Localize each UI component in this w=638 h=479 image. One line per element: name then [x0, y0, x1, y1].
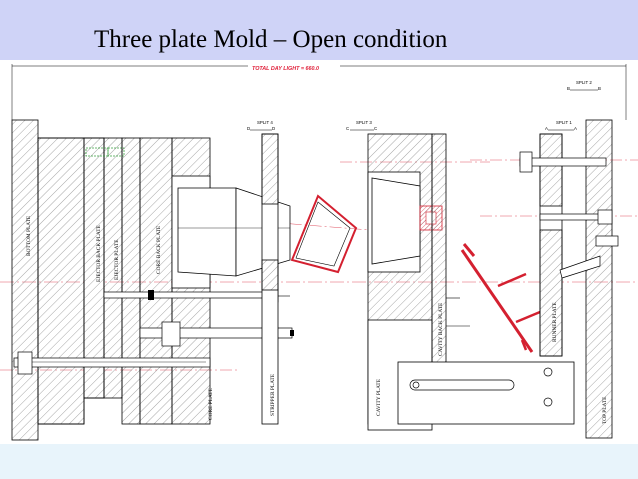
cavity-plate-label: CAVITY PLATE	[376, 378, 382, 416]
svg-text:B: B	[567, 86, 570, 91]
slide-title: Three plate Mold – Open condition	[94, 26, 448, 53]
title-band	[0, 0, 638, 60]
ejector-back-plate-label: EJECTOR BACK PLATE	[96, 224, 102, 282]
split-4-label: SPLIT 4	[257, 120, 273, 125]
ejector-back-plate: EJECTOR BACK PLATE	[83, 137, 105, 399]
top-plate-bolts	[519, 151, 619, 279]
stripper-plate: STRIPPER PLATE	[261, 133, 279, 425]
bottom-plate: BOTTOM PLATE	[11, 119, 39, 441]
svg-text:D: D	[272, 126, 275, 131]
leader-pins	[278, 295, 470, 327]
split-2-marker: SPLIT 2 B B	[567, 80, 601, 91]
runner-sprue	[460, 243, 541, 353]
top-plate: TOP PLATE	[585, 119, 613, 439]
core-back-plate: CORE BACK PLATE	[139, 137, 173, 425]
split-2-label: SPLIT 2	[576, 80, 592, 85]
svg-text:B: B	[598, 86, 601, 91]
cavity-back-plate: CAVITY BACK PLATE	[431, 133, 447, 365]
split-4-marker: SPLIT 4 D D	[247, 120, 275, 131]
core-back-plate-label: CORE BACK PLATE	[156, 225, 162, 274]
total-daylight-label: TOTAL DAY LIGHT = 660.0	[252, 66, 319, 72]
stripper-plate-label: STRIPPER PLATE	[270, 373, 276, 416]
three-plate-mold-drawing: TOTAL DAY LIGHT = 660.0 BOTTOM PLATE EJE…	[0, 64, 638, 441]
svg-text:C: C	[346, 126, 349, 131]
cavity-back-plate-label: CAVITY BACK PLATE	[438, 302, 444, 356]
bottom-plate-label: BOTTOM PLATE	[26, 215, 32, 256]
svg-text:D: D	[247, 126, 250, 131]
bottom-band	[0, 444, 638, 479]
split-1-label: SPLIT 1	[556, 120, 572, 125]
split-1-marker: SPLIT 1 A A	[545, 120, 577, 131]
split-3-label: SPLIT 3	[356, 120, 372, 125]
runner-plate: RUNNER PLATE	[539, 133, 563, 357]
top-plate-label: TOP PLATE	[602, 396, 608, 424]
split-3-marker: SPLIT 3 C C	[346, 120, 377, 131]
runner-plate-label: RUNNER PLATE	[552, 302, 558, 342]
svg-text:C: C	[374, 126, 377, 131]
svg-text:A: A	[545, 126, 548, 131]
moulded-part	[290, 194, 358, 274]
core-plate: CORE PLATE	[171, 137, 214, 425]
core-plate-label: CORE PLATE	[208, 387, 214, 420]
svg-text:A: A	[574, 126, 577, 131]
puller-bar	[397, 361, 575, 425]
ejector-plate-label: EJECTOR PLATE	[114, 239, 120, 280]
spacer-block	[37, 137, 85, 425]
